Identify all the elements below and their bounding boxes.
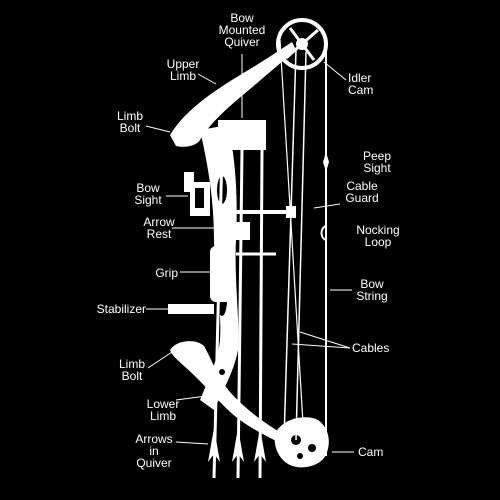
arrow-shaft-3 xyxy=(258,149,264,479)
upper-limb-shape xyxy=(170,42,296,147)
arrow-rest-body xyxy=(222,222,250,240)
label-bow-sight: Bow Sight xyxy=(134,181,162,207)
label-peep-sight: Peep Sight xyxy=(362,149,392,175)
label-grip: Grip xyxy=(155,266,178,280)
arrow-fletch-2 xyxy=(232,428,244,462)
cable-1 xyxy=(283,49,297,441)
label-idler-cam: Idler Cam xyxy=(348,71,374,97)
bow-sight-window xyxy=(195,188,204,208)
lower-cam-hole-2 xyxy=(308,444,316,452)
quiver-hood xyxy=(218,120,266,150)
arrow-shaft-2 xyxy=(236,149,244,479)
label-nocking-loop: Nocking Loop xyxy=(356,223,400,249)
lower-cam-hole-3 xyxy=(297,453,303,459)
label-lower-limb: Lower Limb xyxy=(146,397,180,423)
leader-lower-limb xyxy=(175,395,207,401)
label-cam: Cam xyxy=(358,445,384,459)
arrow-shaft-1 xyxy=(212,149,224,479)
leader-cable-guard xyxy=(313,203,341,209)
leader-limb-bolt-lower xyxy=(147,351,173,369)
label-stabilizer: Stabilizer xyxy=(96,302,146,316)
cable-2 xyxy=(295,51,307,441)
leader-arrows-in-quiver xyxy=(175,441,209,445)
cable-guard-block xyxy=(286,206,296,218)
label-limb-bolt-upper: Limb Bolt xyxy=(116,109,143,135)
label-arrows-in-quiver: Arrows in Quiver xyxy=(135,432,173,470)
label-bow-string: Bow String xyxy=(356,277,388,303)
riser-hole-1 xyxy=(208,346,216,354)
label-cables: Cables xyxy=(352,341,390,355)
leader-cables-1 xyxy=(291,343,351,349)
idler-cam-spoke-2 xyxy=(285,28,319,60)
leader-lines xyxy=(145,54,354,453)
leader-cables-2 xyxy=(299,331,351,349)
leader-idler-cam xyxy=(323,61,347,81)
stabilizer-rod xyxy=(168,304,214,314)
leader-limb-bolt-upper xyxy=(145,125,171,133)
leader-upper-limb xyxy=(197,73,217,85)
label-cable-guard: Cable Guard xyxy=(345,179,379,205)
label-upper-limb: Upper Limb xyxy=(166,57,200,83)
cable-3 xyxy=(279,39,305,441)
nocking-loop-mark xyxy=(320,225,327,241)
label-bow-mounted-quiver: Bow Mounted Quiver xyxy=(218,11,266,49)
riser-hole-2 xyxy=(219,369,225,375)
label-arrow-rest: Arrow Rest xyxy=(143,215,175,241)
arrow-fletch-1 xyxy=(208,428,220,462)
lower-cam-shape xyxy=(274,417,329,468)
arrow-fletch-3 xyxy=(254,428,266,462)
bow-sight-mount xyxy=(184,172,194,192)
grip-shape xyxy=(210,246,232,302)
label-limb-bolt-lower: Limb Bolt xyxy=(118,357,145,383)
peep-sight-mark xyxy=(323,152,329,172)
lower-limb-shape xyxy=(170,341,286,444)
